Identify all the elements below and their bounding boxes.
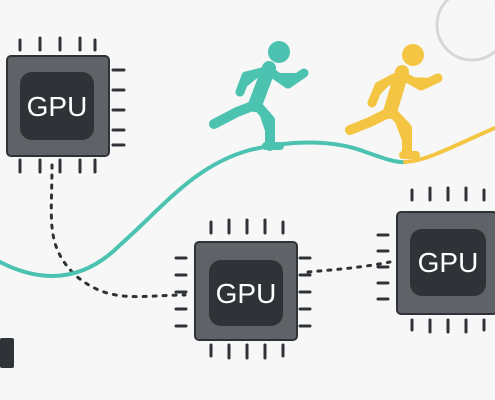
track-line-teal [0,140,407,279]
gpu-chip-3: GPU [376,186,495,334]
gpu-chip-1-label: GPU [27,91,88,122]
gpu-chip-2-pins [174,218,312,360]
gpu-chip-2: GPU [174,218,312,360]
sun-circle-icon [435,0,495,62]
running-person-icon [209,41,309,151]
dotted-link-middle [306,260,392,274]
dotted-link-left [49,163,187,299]
track-line-yellow [403,126,495,164]
gpu-chip-3-die [410,229,486,296]
gpu-chip-3-pins [376,186,486,334]
gpu-chip-1: GPU [6,36,126,174]
gpu-chip-3-label: GPU [418,247,479,278]
gpu-chip-2-die [209,260,283,326]
gpu-chip-2-label: GPU [216,278,277,309]
partial-chip-fragment [0,338,14,368]
running-person-icon [345,44,443,159]
gpu-chip-1-die [20,72,94,140]
gpu-chip-1-pins [18,36,126,174]
